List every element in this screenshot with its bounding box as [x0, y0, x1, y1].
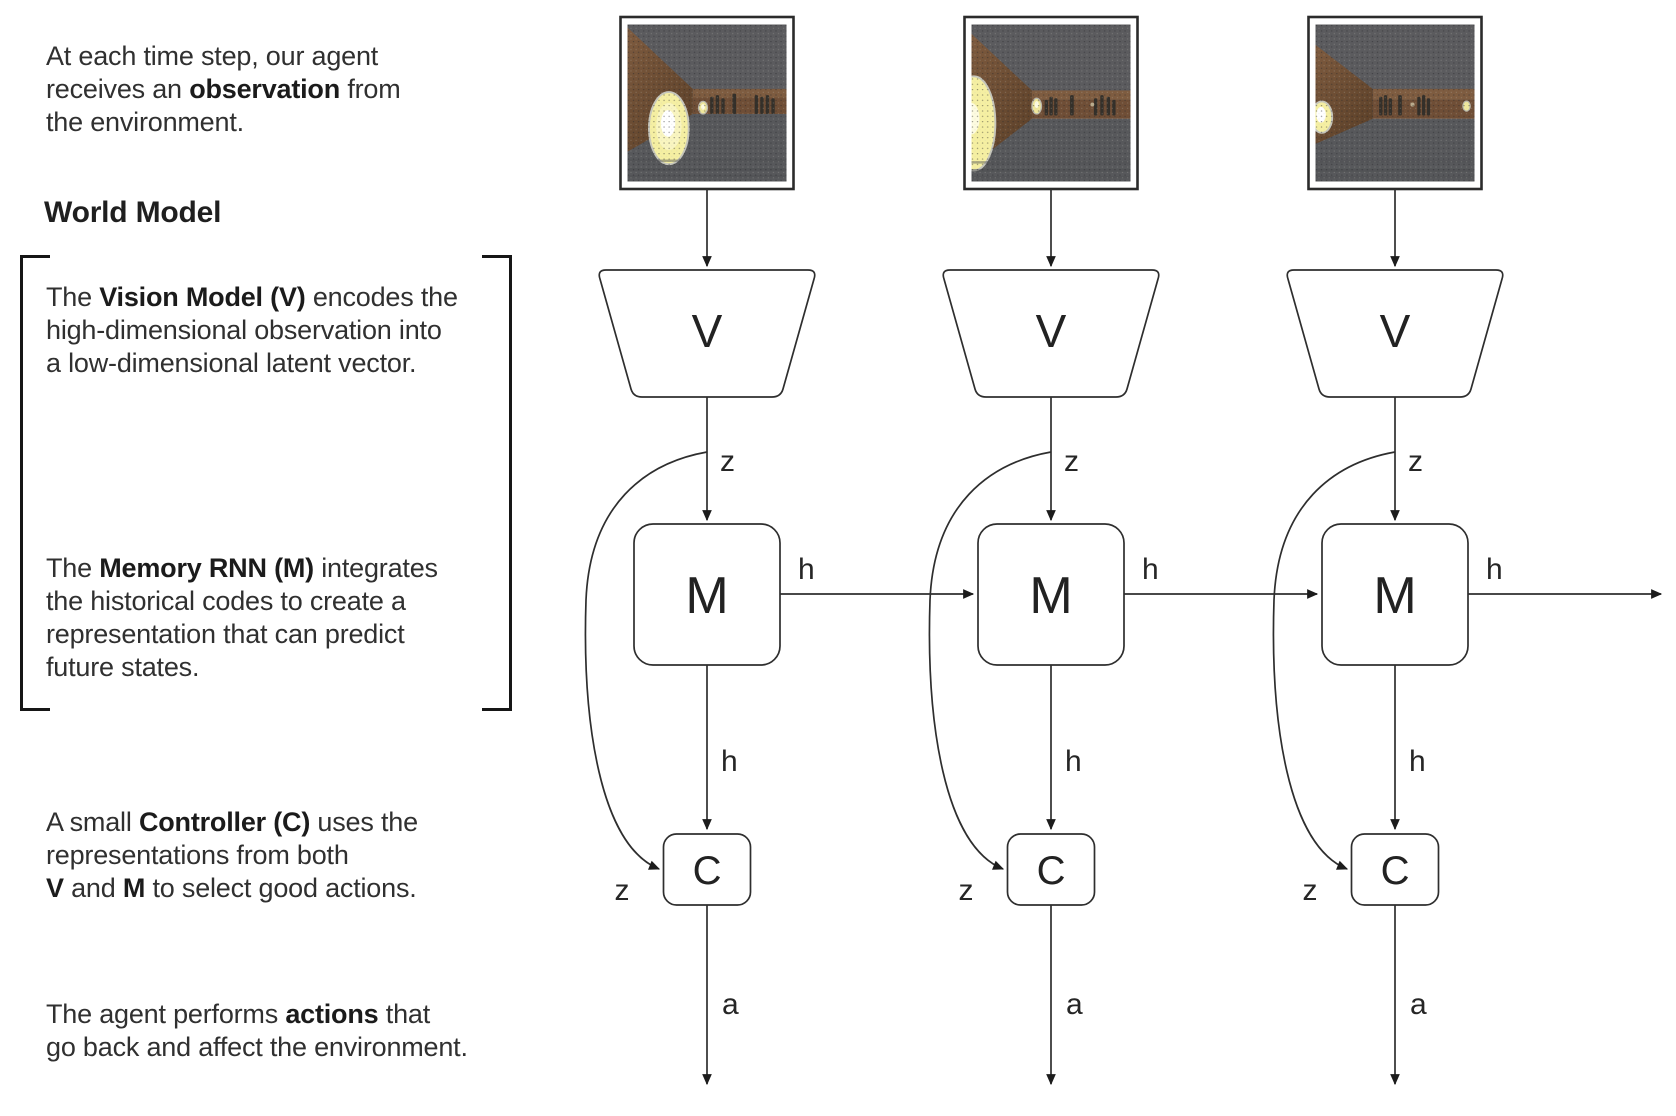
action-a-label-3: a	[1410, 988, 1427, 1021]
vision-node-3	[1286, 269, 1504, 398]
dither-overlay	[627, 24, 787, 182]
z-skip-to-controller-arrow-3	[1272, 451, 1396, 870]
observation-scene-3	[1315, 24, 1475, 182]
hidden-h-label-right-2: h	[1142, 553, 1159, 586]
vision-node-label: V	[692, 305, 723, 357]
hidden-h-label-right-3: h	[1486, 553, 1503, 586]
world-model-heading: World Model	[44, 196, 222, 229]
z-skip-to-controller-arrow-1	[584, 451, 708, 870]
vision-node-2	[942, 269, 1160, 398]
latent-z-label-1: z	[720, 445, 735, 478]
latent-z-label-low-3: z	[1303, 874, 1318, 907]
dither-overlay	[1315, 24, 1475, 182]
dither-overlay	[971, 24, 1131, 182]
vision-node-label: V	[1380, 305, 1411, 357]
latent-z-label-2: z	[1064, 445, 1079, 478]
observation-scene-1	[627, 24, 787, 182]
controller-node-label: C	[693, 849, 722, 893]
memory-node-label: M	[685, 567, 728, 625]
controller-node-label: C	[1037, 849, 1066, 893]
latent-z-label-3: z	[1408, 445, 1423, 478]
latent-z-label-low-1: z	[615, 874, 630, 907]
hidden-h-label-down-1: h	[721, 745, 738, 778]
hidden-h-label-down-2: h	[1065, 745, 1082, 778]
hidden-h-label-down-3: h	[1409, 745, 1426, 778]
timestep-column-1: V z M h h C z a	[584, 15, 975, 1086]
timestep-column-2: V z M h h C z a	[928, 15, 1319, 1086]
action-a-label-1: a	[722, 988, 739, 1021]
timestep-column-3: V z M h h C z a	[1272, 15, 1663, 1086]
memory-node-label: M	[1373, 567, 1416, 625]
z-skip-to-controller-arrow-2	[928, 451, 1052, 870]
hidden-h-label-right-1: h	[798, 553, 815, 586]
action-a-label-2: a	[1066, 988, 1083, 1021]
controller-node-label: C	[1381, 849, 1410, 893]
observation-scene-2	[971, 24, 1131, 182]
memory-node-label: M	[1029, 567, 1072, 625]
vision-node-1	[598, 269, 816, 398]
vision-node-label: V	[1036, 305, 1067, 357]
latent-z-label-low-2: z	[959, 874, 974, 907]
